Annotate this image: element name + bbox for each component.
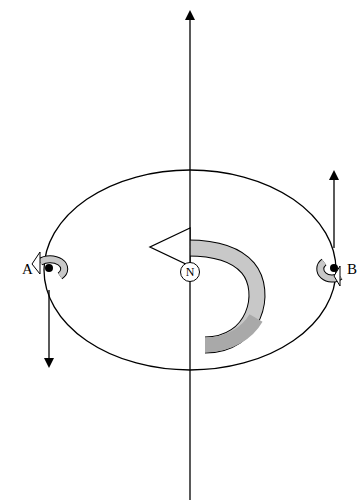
point-a-figure <box>32 252 64 366</box>
center-circle: N <box>180 262 200 282</box>
orbit-ellipse <box>44 170 336 370</box>
point-label: A <box>22 262 33 277</box>
rotation-band <box>150 228 257 345</box>
point-b-figure <box>320 172 340 286</box>
point-label: B <box>347 262 357 277</box>
pole-letter: N <box>186 266 195 278</box>
